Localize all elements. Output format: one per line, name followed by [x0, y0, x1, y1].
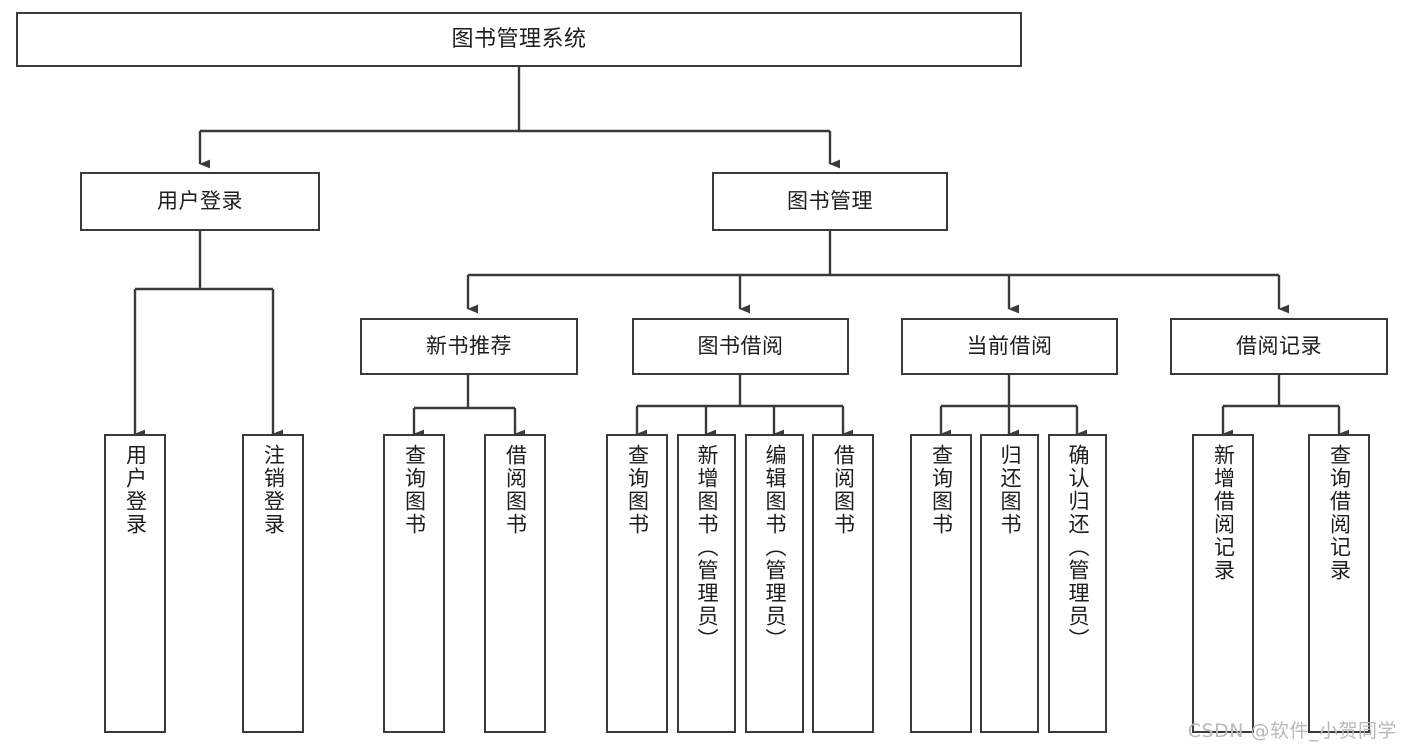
node-leaf-bb-query-book[interactable]: 查询图书: [606, 434, 668, 733]
node-book-management[interactable]: 图书管理: [712, 172, 948, 231]
node-leaf-user-login[interactable]: 用户登录: [104, 434, 166, 733]
node-current-borrow[interactable]: 当前借阅: [901, 318, 1118, 375]
node-leaf-cb-confirm-return-admin[interactable]: 确认归还（管理员）: [1048, 434, 1107, 733]
node-label: 编辑图书（管理员）: [763, 444, 787, 651]
node-label: 注销登录: [261, 444, 286, 536]
node-label: 确认归还（管理员）: [1066, 444, 1090, 651]
node-leaf-cb-query-book[interactable]: 查询图书: [910, 434, 972, 733]
node-leaf-bb-edit-book-admin[interactable]: 编辑图书（管理员）: [745, 434, 804, 733]
node-new-book-recommendation[interactable]: 新书推荐: [360, 318, 578, 375]
node-label: 图书借阅: [697, 334, 784, 359]
node-leaf-bb-borrow-book[interactable]: 借阅图书: [812, 434, 874, 733]
node-label: 借阅图书: [831, 444, 856, 536]
node-label: 用户登录: [157, 189, 243, 214]
node-leaf-br-query-record[interactable]: 查询借阅记录: [1308, 434, 1370, 733]
node-label: 当前借阅: [966, 334, 1053, 359]
node-label: 图书管理: [787, 189, 873, 214]
node-leaf-rec-query-book[interactable]: 查询图书: [383, 434, 445, 733]
node-root-book-management-system[interactable]: 图书管理系统: [16, 12, 1022, 67]
node-leaf-cb-return-book[interactable]: 归还图书: [980, 434, 1039, 733]
csdn-watermark: CSDN @软件_小贺同学: [1187, 720, 1397, 742]
node-label: 新增借阅记录: [1211, 444, 1236, 582]
node-label: 用户登录: [123, 444, 148, 536]
node-leaf-logout[interactable]: 注销登录: [242, 434, 304, 733]
node-label: 新增图书（管理员）: [695, 444, 719, 651]
node-user-login[interactable]: 用户登录: [80, 172, 320, 231]
node-label: 新书推荐: [426, 334, 512, 359]
node-label: 借阅图书: [503, 444, 528, 536]
node-label: 归还图书: [998, 444, 1022, 536]
node-label: 图书管理系统: [451, 26, 587, 52]
node-label: 查询图书: [929, 444, 954, 536]
node-book-borrow[interactable]: 图书借阅: [632, 318, 849, 375]
node-borrow-record[interactable]: 借阅记录: [1170, 318, 1388, 375]
node-leaf-br-add-record[interactable]: 新增借阅记录: [1192, 434, 1254, 733]
node-label: 查询图书: [625, 444, 650, 536]
node-label: 借阅记录: [1236, 334, 1322, 359]
node-label: 查询图书: [402, 444, 427, 536]
node-leaf-rec-borrow-book[interactable]: 借阅图书: [484, 434, 546, 733]
node-leaf-bb-add-book-admin[interactable]: 新增图书（管理员）: [677, 434, 736, 733]
node-label: 查询借阅记录: [1327, 444, 1352, 582]
